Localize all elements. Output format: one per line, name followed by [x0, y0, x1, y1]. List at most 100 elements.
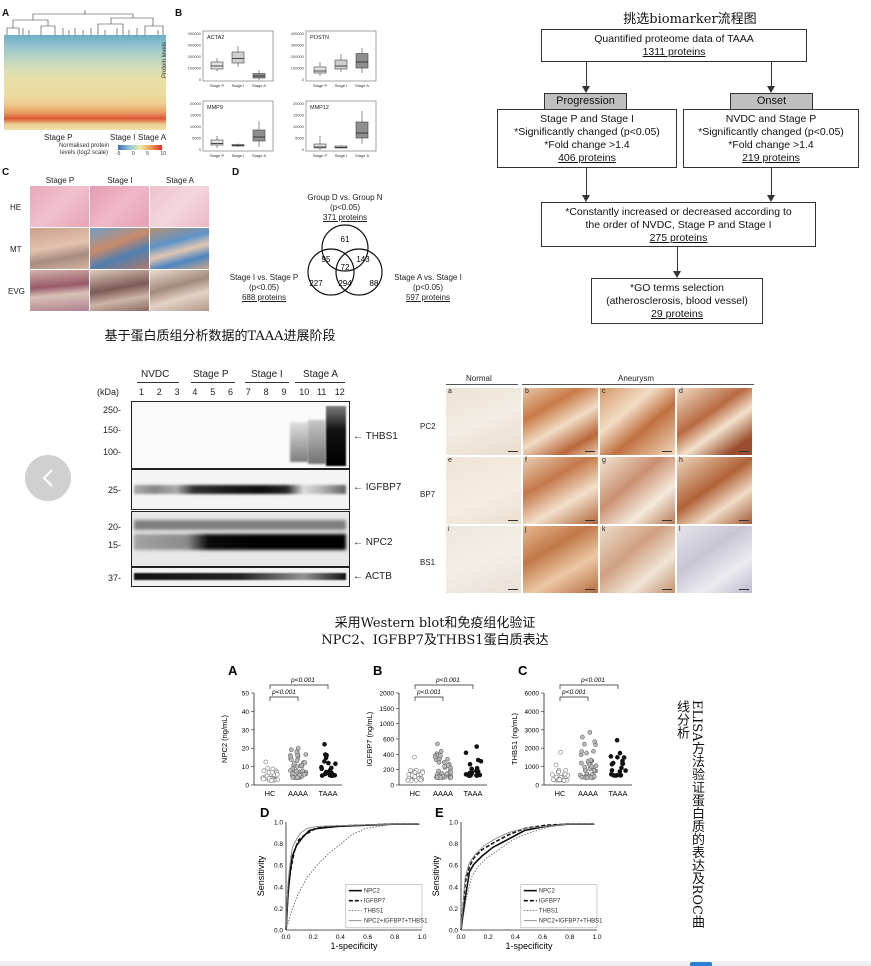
elisa-point [621, 755, 627, 760]
elisa-point [553, 762, 559, 768]
elisa-point [288, 747, 294, 753]
ihc-row-pc2: PC2 [420, 422, 436, 431]
wb-marker-25: 25- [108, 485, 122, 495]
elisa-point [420, 770, 426, 775]
flow-box-constant-change: *Constantly increased or decreased accor… [541, 202, 816, 247]
elisa-point [438, 775, 444, 780]
ihc-normal-label: Normal [466, 374, 492, 383]
roc-xtick: 0.8 [565, 934, 574, 941]
elisa-ytick: 3000 [525, 727, 540, 734]
wb-lane-number: 12 [334, 387, 345, 397]
elisa-point [326, 760, 331, 766]
wb-lane-number: 9 [281, 387, 287, 397]
roc-legend-entry: NPC2 [364, 889, 381, 895]
elisa-point [474, 744, 479, 749]
flow-box-go-selection: *GO terms selection (atherosclerosis, bl… [591, 278, 763, 324]
boxplot-frame [202, 30, 274, 82]
elisa-sig-bracket-low [414, 696, 444, 701]
roc-legend-entry: NPC2+IGFBP7+THBS1 [364, 919, 428, 925]
venn-count-left: 227 [309, 279, 323, 288]
heatmap-color-scale [118, 145, 162, 150]
elisa-point [614, 737, 620, 743]
boxplot-ytick: 0 [302, 77, 305, 82]
wb-label-actb: ← ACTB [353, 571, 392, 582]
legend-tick: 10 [160, 151, 166, 157]
elisa-point [263, 759, 269, 765]
wb-lane-number: 2 [156, 387, 162, 397]
elisa-group-label: HC [555, 789, 566, 798]
histology-row-evg: EVG [8, 287, 25, 296]
elisa-sig-bracket-low [269, 696, 299, 701]
boxplot-box [334, 145, 348, 149]
legend-tick: -5 [116, 151, 121, 157]
elisa-panel-letter: B [373, 663, 382, 678]
carousel-prev-button[interactable] [25, 455, 71, 501]
evg-stage-a [150, 270, 209, 311]
boxplot-ytick: 15000 [293, 113, 305, 118]
elisa-group-label: TAAA [608, 789, 627, 798]
elisa-point [478, 759, 484, 764]
evg-stage-p [30, 270, 89, 311]
panel-d-label: D [232, 167, 240, 178]
boxplot-ytick: 100000 [291, 66, 305, 71]
proteome-caption: 基于蛋白质组分析数据的TAAA进展阶段 [104, 329, 336, 344]
ihc-row-bp7: BP7 [420, 490, 436, 499]
elisa-point [558, 750, 563, 755]
wb-caption-line2: NPC2、IGFBP7及THBS1蛋白质表达 [321, 633, 549, 648]
elisa-point [418, 777, 424, 783]
elisa-sig-bracket-top [269, 684, 329, 689]
elisa-point [408, 768, 413, 773]
roc-curve-1 [460, 823, 595, 931]
boxplot-ytick: 200000 [291, 54, 305, 59]
roc-xtick: 1.0 [417, 934, 426, 941]
boxplot-xtick: Stage P [210, 83, 225, 88]
ihc-panel: k [600, 526, 675, 593]
elisa-point [295, 746, 301, 751]
wb-lane-number: 7 [245, 387, 251, 397]
roc-legend-entry: IGFBP7 [539, 899, 561, 905]
elisa-caption: ELISA方法验证蛋白质的表达及ROC曲线分析 [674, 700, 704, 928]
elisa-point [582, 741, 587, 747]
elisa-ytick: 1000 [525, 764, 540, 771]
elisa-ytick: 0 [535, 783, 539, 790]
boxplot-box [252, 129, 266, 142]
roc-legend-entry: NPC2 [539, 889, 556, 895]
histology-col-stage-i: Stage I [107, 176, 133, 185]
scale-bar [585, 588, 595, 590]
legend-tick: 0 [131, 151, 135, 157]
elisa-point [302, 760, 308, 765]
elisa-point [322, 759, 327, 764]
ihc-panel-letter: j [525, 526, 527, 533]
elisa-point [329, 765, 334, 771]
elisa-group-label: TAAA [463, 789, 482, 798]
elisa-point [617, 769, 623, 774]
elisa-point [588, 775, 594, 780]
ihc-panel: a [446, 388, 521, 455]
elisa-point [445, 757, 450, 762]
wb-lane-number: 6 [228, 387, 234, 397]
venn-count-tl: 95 [322, 255, 331, 264]
elisa-point [620, 761, 625, 766]
scale-bar [739, 519, 749, 521]
roc-ytick: 0.4 [274, 884, 283, 891]
venn-count-top: 61 [341, 235, 350, 244]
wb-lane-number: 10 [299, 387, 310, 397]
elisa-point [322, 771, 328, 777]
ihc-panel: g [600, 457, 675, 524]
ihc-panel: h [677, 457, 752, 524]
ihc-panel-letter: h [679, 457, 683, 464]
elisa-point [556, 769, 562, 775]
elisa-point [442, 764, 447, 769]
ihc-panel-letter: e [448, 457, 452, 464]
elisa-point [294, 768, 299, 774]
boxplot-box [355, 53, 369, 69]
elisa-panel-letter: A [228, 663, 238, 678]
elisa-point [294, 764, 300, 769]
wb-label-thbs1: ← THBS1 [353, 431, 398, 442]
elisa-point [550, 777, 556, 782]
evg-stage-i [90, 270, 149, 311]
elisa-point [582, 764, 587, 770]
